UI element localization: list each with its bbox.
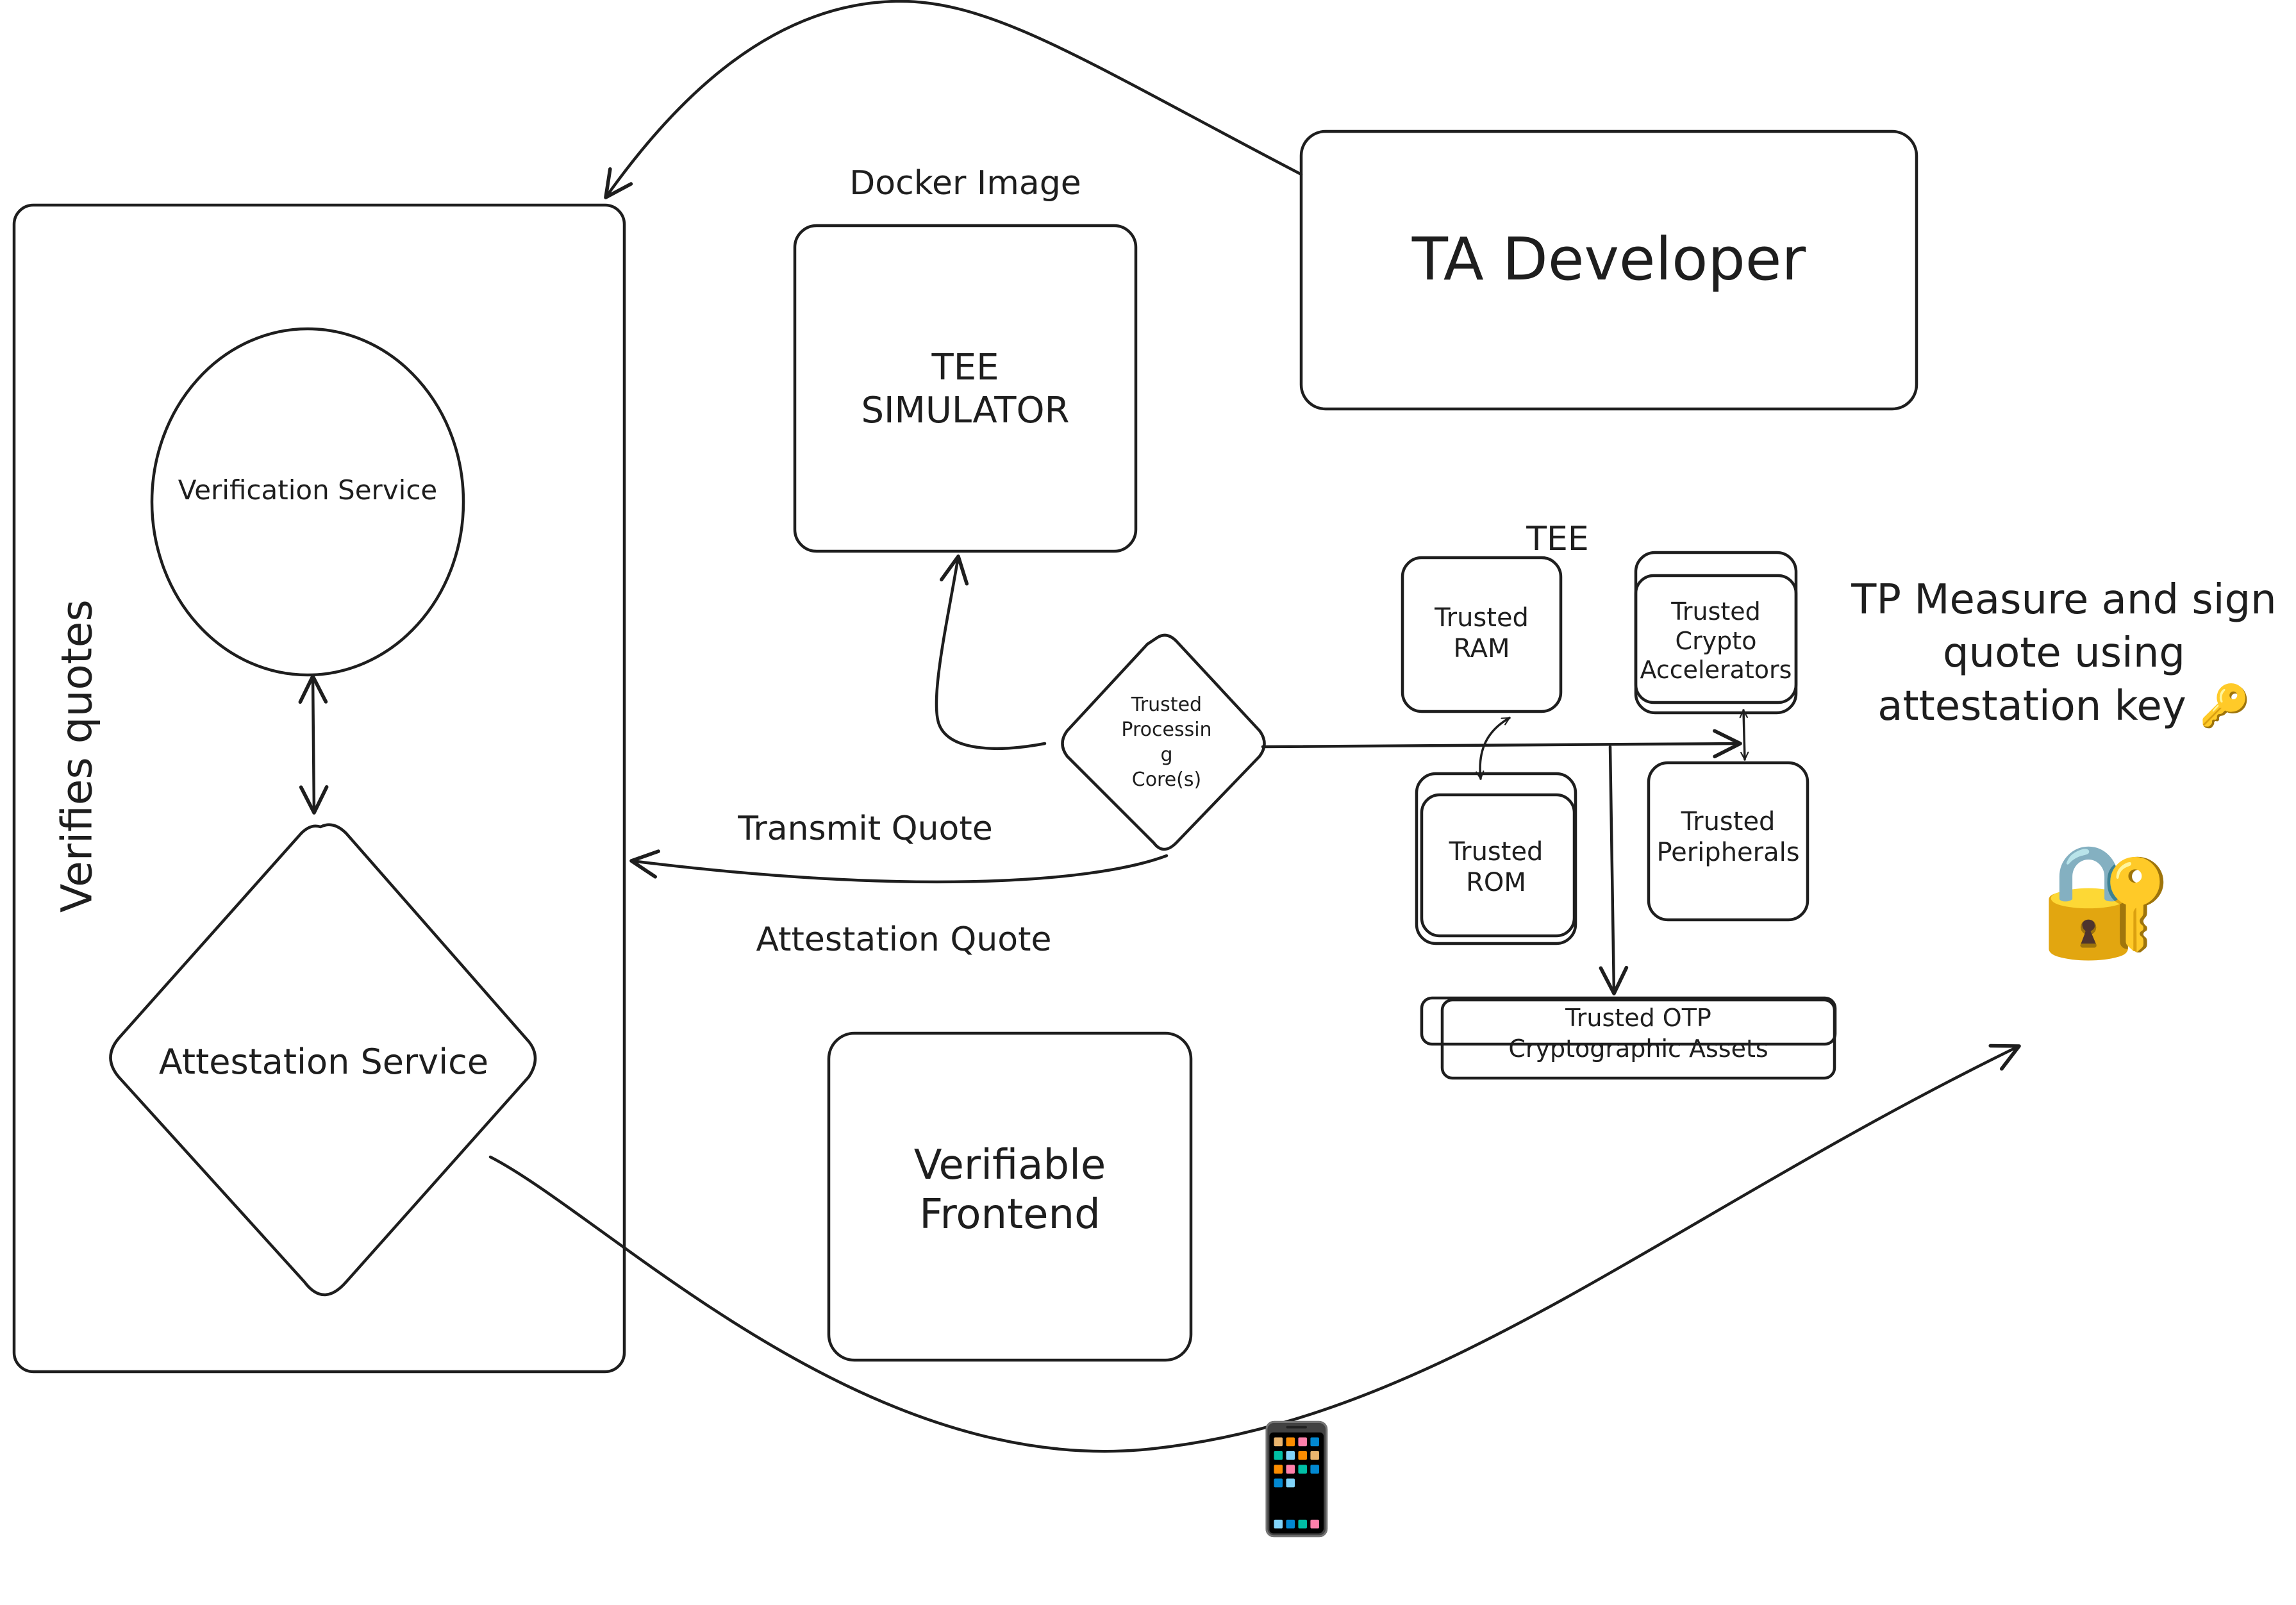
trusted-crypto-accelerators-inner [1634,574,1798,704]
trusted-processing-cores-label: Trusted Processin g Core(s) [1121,694,1212,791]
trusted-otp-label: Trusted OTP Cryptographic Assets [1508,1004,1768,1063]
attestation-quote-label: Attestation Quote [756,920,1052,959]
trusted-rom-label: Trusted ROM [1449,837,1543,897]
verifier-container [12,203,626,1374]
trusted-peripherals-label: Trusted Peripherals [1656,807,1800,867]
tee-caption: TEE [1526,520,1589,558]
mobile-phone-icon: 📱 [1231,1417,1363,1540]
verifies-quotes-label: Verifies quotes [52,599,102,913]
bus-to-otp-edge [1599,745,1629,995]
crypto-peripheral-link [1739,709,1749,761]
tp-measure-annotation: TP Measure and sign quote using attestat… [1851,576,2277,731]
tee-simulator-label: TEE SIMULATOR [861,347,1070,432]
transmit-quote-label: Transmit Quote [738,810,993,848]
trusted-processing-cores-node [1061,633,1266,851]
developer-to-verifier-edge [604,0,1303,199]
verification-attestation-link [298,674,329,815]
verifiable-frontend-label: Verifiable Frontend [913,1142,1106,1238]
attestation-service-node [109,823,537,1297]
trusted-ram-label: Trusted RAM [1435,603,1529,663]
trusted-otp-inner [1440,998,1836,1080]
trusted-ram-node [1401,556,1563,713]
verification-service-label: Verification Service [178,474,438,506]
lock-with-key-icon: 🔐 [2038,837,2174,964]
attestation-service-label: Attestation Service [158,1042,489,1082]
tee-simulator-node [793,224,1138,553]
trusted-crypto-accelerators-label: Trusted Crypto Accelerators [1640,597,1792,685]
docker-image-caption: Docker Image [849,164,1081,203]
ta-developer-node [1299,129,1918,411]
transmit-quote-edge [629,849,1169,884]
trusted-peripherals-node [1647,761,1809,922]
core-to-tee-bus [1261,729,1742,759]
core-to-simulator-edge [935,554,1047,750]
attestation-to-key-edge [488,1044,2021,1453]
ram-rom-link [1476,717,1511,780]
ta-developer-label: TA Developer [1411,225,1806,294]
verifiable-frontend-node [827,1031,1193,1362]
trusted-rom-inner [1420,793,1576,938]
